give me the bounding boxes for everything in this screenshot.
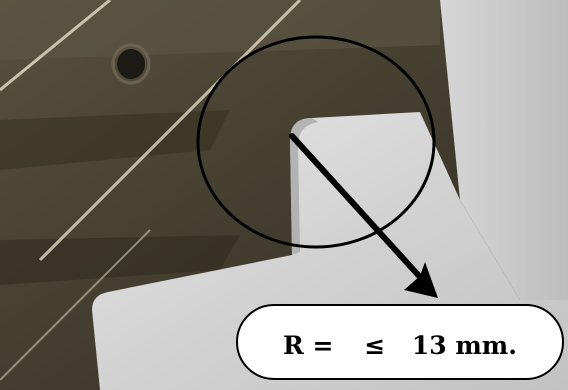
less-equal-symbol: ≤ — [364, 331, 385, 360]
radius-symbol: R = — [283, 331, 333, 360]
reflection-streak-1 — [0, 0, 111, 92]
pointer-arrowhead-icon — [404, 262, 438, 298]
reflection-streak-3 — [0, 229, 151, 381]
bolt-hole-rim — [111, 43, 151, 85]
radius-value: 13 mm. — [412, 331, 517, 360]
pointer-arrow-line — [289, 133, 433, 291]
dark-step-band-middle — [0, 110, 230, 170]
highlight-circle — [196, 35, 436, 249]
reflection-streak-2 — [38, 0, 302, 262]
step-edge-shadow — [290, 118, 318, 255]
radius-label-text: R = ≤ 13 mm. — [283, 331, 517, 360]
right-wall — [440, 0, 568, 300]
bolt-hole — [117, 49, 145, 79]
dark-step-band-upper — [0, 0, 440, 60]
label-box — [236, 304, 564, 380]
